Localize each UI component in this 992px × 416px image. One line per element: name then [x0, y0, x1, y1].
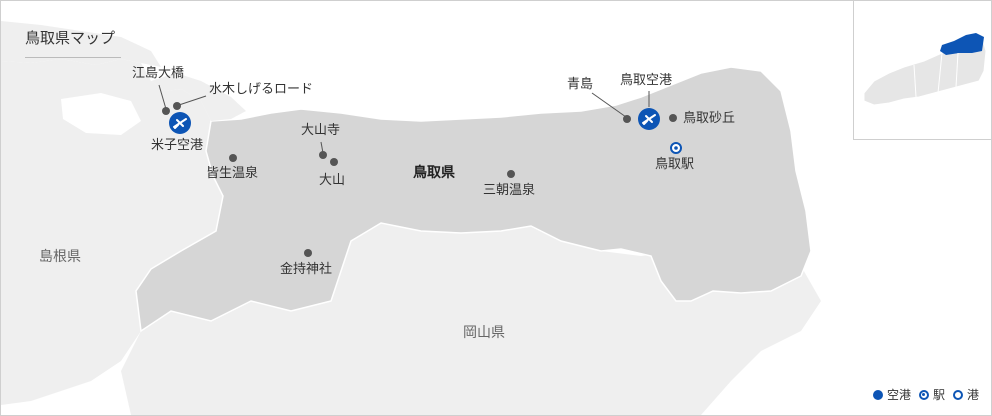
yonago-airport-marker[interactable] — [169, 112, 191, 134]
label-daisen[interactable]: 大山 — [319, 173, 346, 188]
shimane-peninsula — [1, 21, 161, 67]
label-yonago-airport[interactable]: 米子空港 — [151, 138, 204, 153]
station-legend-icon — [918, 389, 929, 400]
legend-airport-label: 空港 — [886, 388, 911, 402]
daisenji-point[interactable] — [319, 151, 327, 159]
label-aoya[interactable]: 青島 — [567, 77, 594, 92]
daisen-point[interactable] — [330, 158, 338, 166]
label-tottori-airport[interactable]: 鳥取空港 — [620, 73, 673, 88]
inset-borders — [913, 52, 959, 98]
locator-inset — [853, 1, 991, 140]
map-legend: 空港 駅 港 — [865, 386, 979, 403]
shimane-region — [1, 59, 223, 405]
legend-port: 港 — [952, 386, 979, 403]
region-label-shimane: 島根県 — [39, 249, 81, 265]
locator-map — [863, 33, 987, 106]
label-tottori-dunes[interactable]: 鳥取砂丘 — [683, 111, 736, 126]
aoya-point[interactable] — [623, 115, 631, 123]
legend-airport: 空港 — [872, 386, 911, 403]
misasa-point[interactable] — [507, 170, 515, 178]
legend-port-label: 港 — [966, 388, 979, 402]
label-misasa-onsen[interactable]: 三朝温泉 — [483, 183, 536, 198]
yumigahama-peninsula — [151, 73, 246, 121]
kaike-point[interactable] — [229, 154, 237, 162]
legend-station-label: 駅 — [932, 388, 945, 402]
title-divider — [25, 57, 121, 58]
label-daisenji[interactable]: 大山寺 — [301, 123, 341, 138]
dunes-point[interactable] — [669, 114, 677, 122]
tottori-highlight — [940, 33, 984, 55]
label-eshima-ohashi[interactable]: 江島大橋 — [132, 66, 185, 81]
port-legend-icon — [952, 389, 963, 400]
tottori-region — [135, 66, 812, 333]
nakaumi-lake — [61, 93, 141, 135]
chugoku-region — [863, 36, 987, 106]
eshima-point[interactable] — [162, 107, 170, 115]
region-label-okayama: 岡山県 — [463, 325, 505, 341]
leader-eshima — [158, 84, 167, 110]
label-kaike-onsen[interactable]: 皆生温泉 — [206, 166, 259, 181]
map-title: 鳥取県マップ — [25, 29, 116, 47]
mizuki-point[interactable] — [173, 102, 181, 110]
label-kanamochi-shrine[interactable]: 金持神社 — [280, 262, 333, 277]
label-tottori-station[interactable]: 鳥取駅 — [655, 157, 695, 172]
airport-legend-icon — [872, 389, 883, 400]
region-label-tottori: 鳥取県 — [413, 165, 455, 181]
airplane-icon — [173, 118, 187, 129]
leader-mizuki — [178, 95, 207, 106]
tottori-airport-marker[interactable] — [638, 108, 660, 130]
airplane-icon — [642, 114, 656, 125]
leader-aoya — [591, 92, 627, 118]
tottori-station-marker[interactable] — [670, 142, 682, 154]
okayama-region — [121, 223, 821, 415]
label-mizuki-road[interactable]: 水木しげるロード — [209, 82, 314, 97]
kanamochi-point[interactable] — [304, 249, 312, 257]
legend-station: 駅 — [918, 386, 945, 403]
